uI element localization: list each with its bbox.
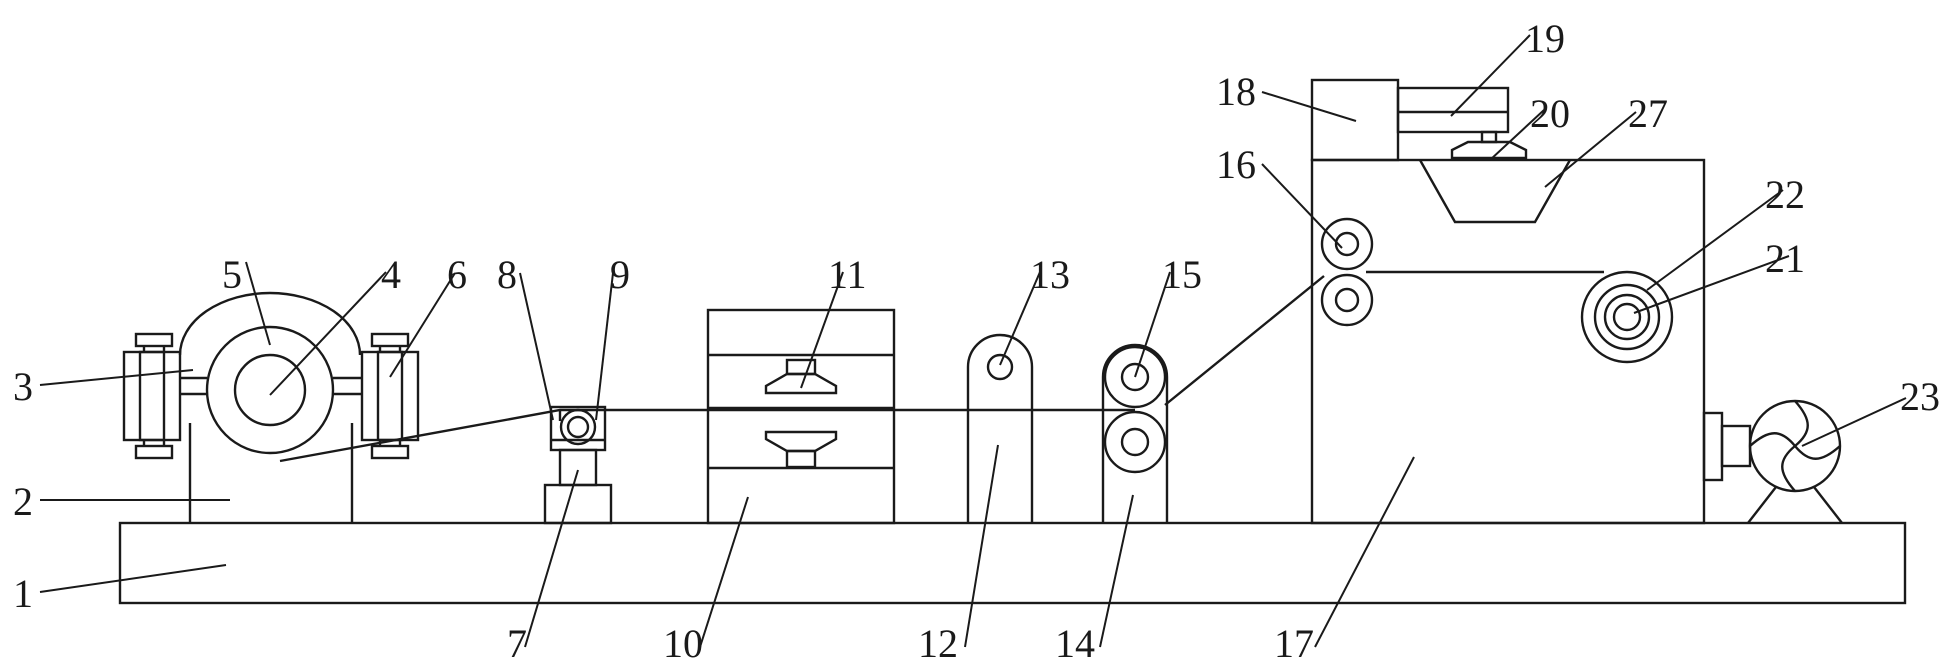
pressing-head-upper (764, 358, 838, 395)
roller-13 (986, 353, 1014, 381)
guide-post (543, 405, 613, 525)
roller-support-12 (966, 333, 1034, 523)
label-11: 11 (828, 252, 867, 297)
label-7: 7 (507, 621, 527, 666)
label-16: 16 (1216, 142, 1256, 187)
base-plate (118, 521, 1907, 605)
part-labels: 1 2 3 4 5 6 7 8 9 10 11 12 13 14 15 16 1… (13, 16, 1940, 666)
roller-15-lower-core (1120, 427, 1150, 457)
label-17: 17 (1274, 621, 1314, 666)
label-3: 3 (13, 364, 33, 409)
label-12: 12 (918, 621, 958, 666)
label-4: 4 (381, 252, 401, 297)
label-22: 22 (1765, 172, 1805, 217)
label-6: 6 (447, 252, 467, 297)
label-13: 13 (1030, 252, 1070, 297)
label-20: 20 (1530, 91, 1570, 136)
clamp-housing (178, 291, 362, 356)
label-19: 19 (1525, 16, 1565, 61)
roller-support-14 (1101, 343, 1169, 523)
unwinding-stand (188, 423, 354, 523)
label-1: 1 (13, 571, 33, 616)
leader-lines (39, 34, 1907, 648)
unwind-roll (205, 325, 335, 455)
unwind-core (233, 353, 307, 427)
feed-arm (1396, 86, 1510, 134)
label-15: 15 (1162, 252, 1202, 297)
label-8: 8 (497, 252, 517, 297)
processing-box (1310, 158, 1706, 525)
label-27: 27 (1628, 91, 1668, 136)
label-5: 5 (222, 252, 242, 297)
winding-roll (1580, 270, 1674, 364)
roller-16 (1320, 217, 1374, 327)
left-clamp-bolt (122, 332, 207, 460)
blower-fan (1702, 399, 1843, 524)
material-web (279, 270, 1604, 463)
right-clamp-bolt (333, 332, 420, 460)
label-2: 2 (13, 479, 33, 524)
hopper (1418, 159, 1572, 224)
label-10: 10 (663, 621, 703, 666)
label-23: 23 (1900, 374, 1940, 419)
label-9: 9 (610, 252, 630, 297)
roller-15-upper (1103, 345, 1167, 409)
roller-15-upper-core (1120, 362, 1150, 392)
pressing-head-lower (764, 430, 838, 469)
label-21: 21 (1765, 236, 1805, 281)
label-14: 14 (1055, 621, 1095, 666)
label-18: 18 (1216, 69, 1256, 114)
pressing-frame (706, 308, 896, 525)
roller-15-lower (1103, 410, 1167, 474)
